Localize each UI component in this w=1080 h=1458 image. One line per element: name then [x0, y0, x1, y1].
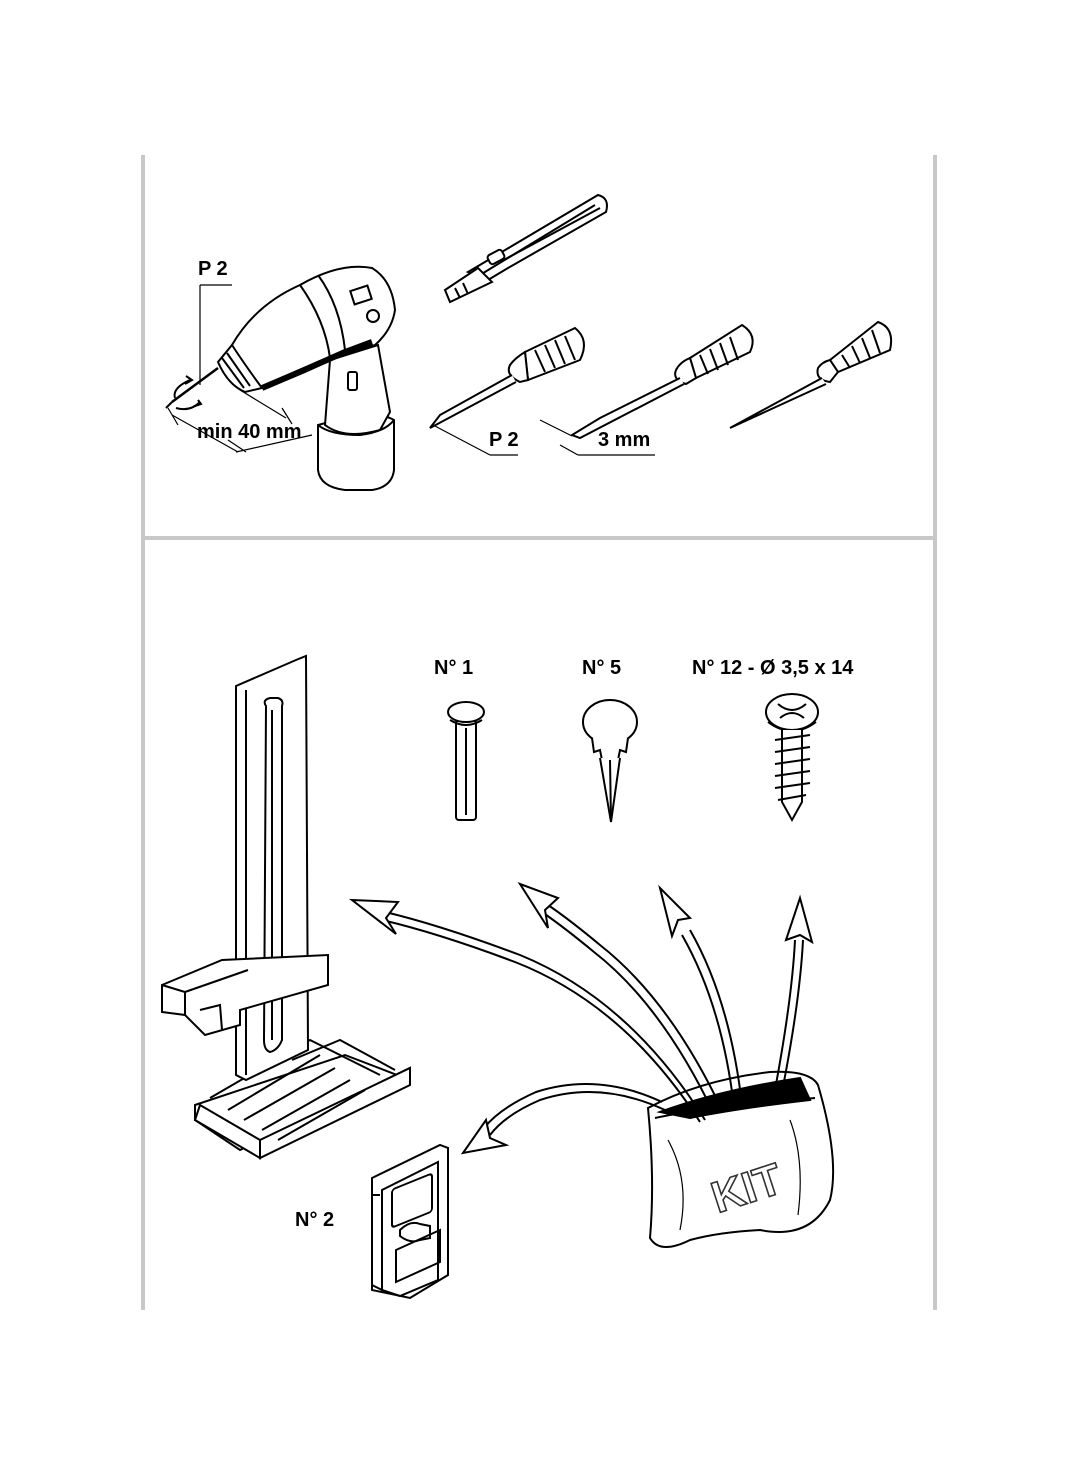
- utility-knife-illustration: [443, 193, 608, 304]
- part-5-label: N° 5: [582, 657, 621, 679]
- part-arrows: [348, 882, 814, 1155]
- page-frame: [141, 155, 937, 1310]
- part-1-label: N° 1: [434, 657, 473, 679]
- screw-part-12-icon: [765, 693, 819, 823]
- cordless-drill-illustration: [165, 265, 397, 491]
- screwdriver-width-dimension: [539, 419, 655, 456]
- push-clip-part-5-icon: [582, 699, 638, 823]
- drill-bit-size-label: P 2: [198, 258, 228, 280]
- flat-screwdriver-illustration: [569, 323, 754, 440]
- mounting-rail-bracket-illustration: [161, 654, 411, 1160]
- rivet-part-1-icon: [447, 701, 485, 821]
- drill-depth-label: min 40 mm: [197, 421, 301, 443]
- awl-size-label: P 2: [489, 429, 519, 451]
- pointed-awl-illustration: [729, 320, 893, 429]
- awl-illustration: [429, 326, 585, 429]
- parts-panel: N° 1 N° 5 N° 12 - Ø 3,5 x 14 N° 2: [161, 654, 854, 1300]
- screwdriver-width-label: 3 mm: [598, 429, 650, 451]
- awl-size-dimension: [432, 424, 518, 456]
- part-12-label: N° 12 - Ø 3,5 x 14: [692, 657, 854, 679]
- part-2-label: N° 2: [295, 1209, 334, 1231]
- drill-depth-dimension: [167, 284, 313, 453]
- clip-part-2-illustration: [371, 1143, 449, 1300]
- tools-panel: P 2 min 40 mm P 2: [165, 193, 893, 491]
